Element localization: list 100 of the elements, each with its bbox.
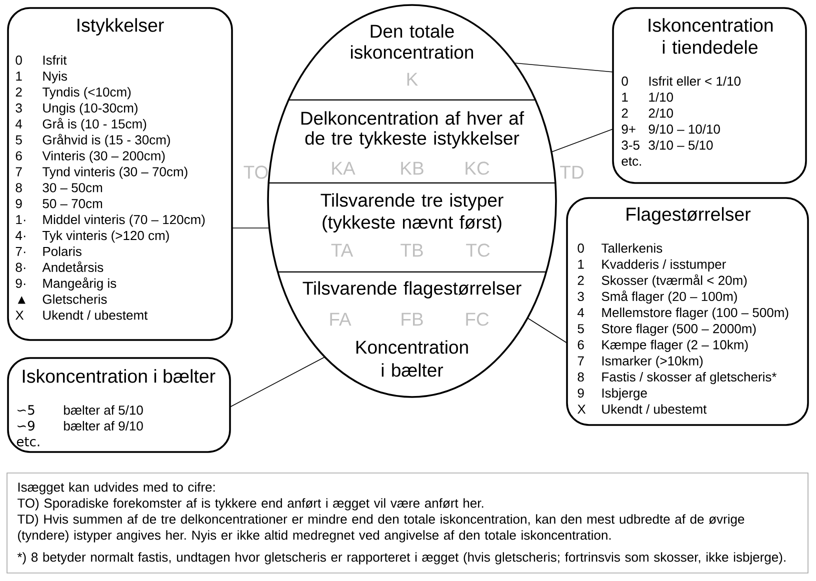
code-value: 1· [16, 215, 26, 224]
code-description: Grå is (10 - 15cm) [42, 118, 146, 132]
code-letter: FC [466, 312, 489, 326]
code-description: Isfrit eller < 1/10 [649, 76, 741, 86]
code-description: Ungis (10-30cm) [43, 103, 138, 116]
code-description: 1/10 [649, 92, 673, 102]
code-description: bælter af 5/10 [64, 405, 143, 415]
code-value: 7· [16, 246, 26, 256]
connector-line [514, 62, 614, 72]
note-text: Isægget kan udvides med to cifre: [18, 482, 215, 494]
code-value: ∽9 [18, 420, 34, 431]
code-value: 1 [622, 92, 628, 102]
code-description: Nyis [43, 71, 67, 84]
code-description: Tynd vinteris (30 – 70cm) [42, 166, 188, 179]
code-value: 6 [16, 151, 22, 160]
code-value: 4 [16, 119, 22, 128]
code-letter: KB [401, 162, 424, 175]
code-value: 8· [16, 262, 26, 272]
code-value: 1 [16, 72, 22, 81]
connector-line [551, 128, 614, 152]
code-value: 2 [622, 108, 628, 118]
note-text: *) 8 betyder normalt fastis, undtagen hvor gletscheris er rapporteret i ægget (hvis gletscheris; fortrinsvis som skosser, ikke isbjerge). [17, 552, 786, 564]
code-letter: FB [402, 312, 423, 326]
code-value: ∽5 [18, 405, 34, 415]
code-description: 2/10 [648, 108, 673, 118]
code-value: 8 [16, 183, 22, 192]
code-value: X [16, 310, 24, 320]
code-value: X [578, 404, 586, 414]
code-description: Andetårsis [42, 261, 104, 272]
section-heading: Delkoncentration af hver af de tre tykkeste istykkelser [301, 111, 524, 148]
panel-heading: Istykkelser [78, 18, 164, 36]
code-letter: K [407, 72, 418, 86]
code-letter: FA [330, 312, 352, 326]
panel-heading: Iskoncentration i tiendedele [648, 18, 773, 54]
note-box [6, 472, 808, 574]
code-key-panel [612, 7, 807, 184]
code-description: 9/10 – 10/10 [648, 124, 720, 134]
code-value: ▲ [18, 296, 26, 304]
code-description: 30 – 50cm [42, 183, 102, 192]
code-description: Ismarker (>10km) [602, 356, 703, 368]
code-letter: TB [400, 244, 423, 257]
code-description: Tyndis (<10cm) [42, 87, 131, 100]
code-description: Tallerkenis [602, 243, 662, 253]
code-description: Tyk vinteris (>120 cm) [42, 230, 169, 243]
code-description: Skosser (tværmål < 20m) [602, 274, 747, 288]
code-description: Isfrit [43, 55, 67, 65]
code-description: Ukendt / ubestemt [43, 310, 148, 320]
section-heading: Koncentration i bælter [356, 340, 468, 377]
code-description: Gråhvid is (15 - 30cm) [42, 134, 170, 148]
code-key-panel [7, 357, 231, 453]
code-value: 8 [578, 372, 584, 382]
code-value: 7 [16, 167, 22, 176]
code-description: Fastis / skosser af gletscheris* [602, 372, 777, 384]
code-description: Mellemstore flager (100 – 500m) [602, 308, 788, 320]
code-value: 3-5 [622, 140, 640, 150]
code-description: Små flager (20 – 100m) [602, 290, 737, 304]
code-description: bælter af 9/10 [64, 421, 143, 431]
code-value: 0 [16, 56, 22, 65]
code-value: 5 [16, 135, 22, 144]
code-value: 5 [578, 324, 584, 334]
code-description: Middel vinteris (70 – 120cm) [43, 214, 205, 227]
panel-heading: Iskoncentration i bælter [22, 369, 216, 383]
code-key-panel [7, 7, 233, 341]
code-value: 4 [578, 308, 584, 318]
code-value: 2 [578, 276, 584, 285]
code-value: 7 [578, 356, 584, 366]
code-value: 9 [578, 388, 584, 398]
code-value: 9+ [622, 124, 636, 134]
code-value: 1 [578, 260, 584, 269]
code-value: 2 [16, 87, 22, 97]
code-letter: TD [560, 166, 584, 179]
code-description: Store flager (500 – 2000m) [602, 324, 756, 336]
note-text: TO) Sporadiske forekomster af is tykkere end anført i ægget vil være anført her. [18, 498, 484, 510]
code-value: etc. [622, 157, 641, 166]
code-description: 50 – 70cm [42, 199, 102, 208]
code-description: Gletscheris [42, 294, 107, 304]
code-letter: KC [466, 162, 490, 175]
code-description: 3/10 – 5/10 [648, 140, 713, 150]
code-description: Polaris [43, 246, 82, 256]
code-value: 4· [16, 231, 26, 240]
panel-heading: Flagestørrelser [626, 207, 751, 225]
code-value: 6 [578, 340, 584, 350]
code-value: 3 [578, 292, 584, 302]
code-value: etc. [16, 437, 40, 446]
code-value: 9· [16, 278, 26, 288]
code-description: Kvadderis / isstumper [602, 259, 726, 272]
code-value: 0 [622, 76, 628, 86]
section-heading: Tilsvarende flagestørrelser [302, 281, 522, 298]
code-description: Mangeårig is [43, 277, 116, 290]
code-key-panel [566, 197, 809, 426]
connector-line [230, 356, 326, 408]
code-letter: KA [332, 162, 356, 175]
code-letter: TO [244, 166, 268, 179]
section-heading: Den totale iskoncentration [351, 24, 473, 59]
code-description: Isbjerge [602, 388, 647, 400]
code-value: 3 [16, 103, 22, 113]
code-letter: TC [466, 244, 490, 257]
code-description: Kæmpe flager (2 – 10km) [602, 340, 748, 352]
note-text: TD) Hvis summen af de tre delkoncentrationer er mindre end den totale iskoncentration, kan den mest udbredte af de øvrige (tyndere) istyper angives her. Nyis er ikke altid medregnet ved angivelse af den totale iskoncentration. [18, 514, 744, 542]
code-value: 0 [578, 244, 584, 253]
